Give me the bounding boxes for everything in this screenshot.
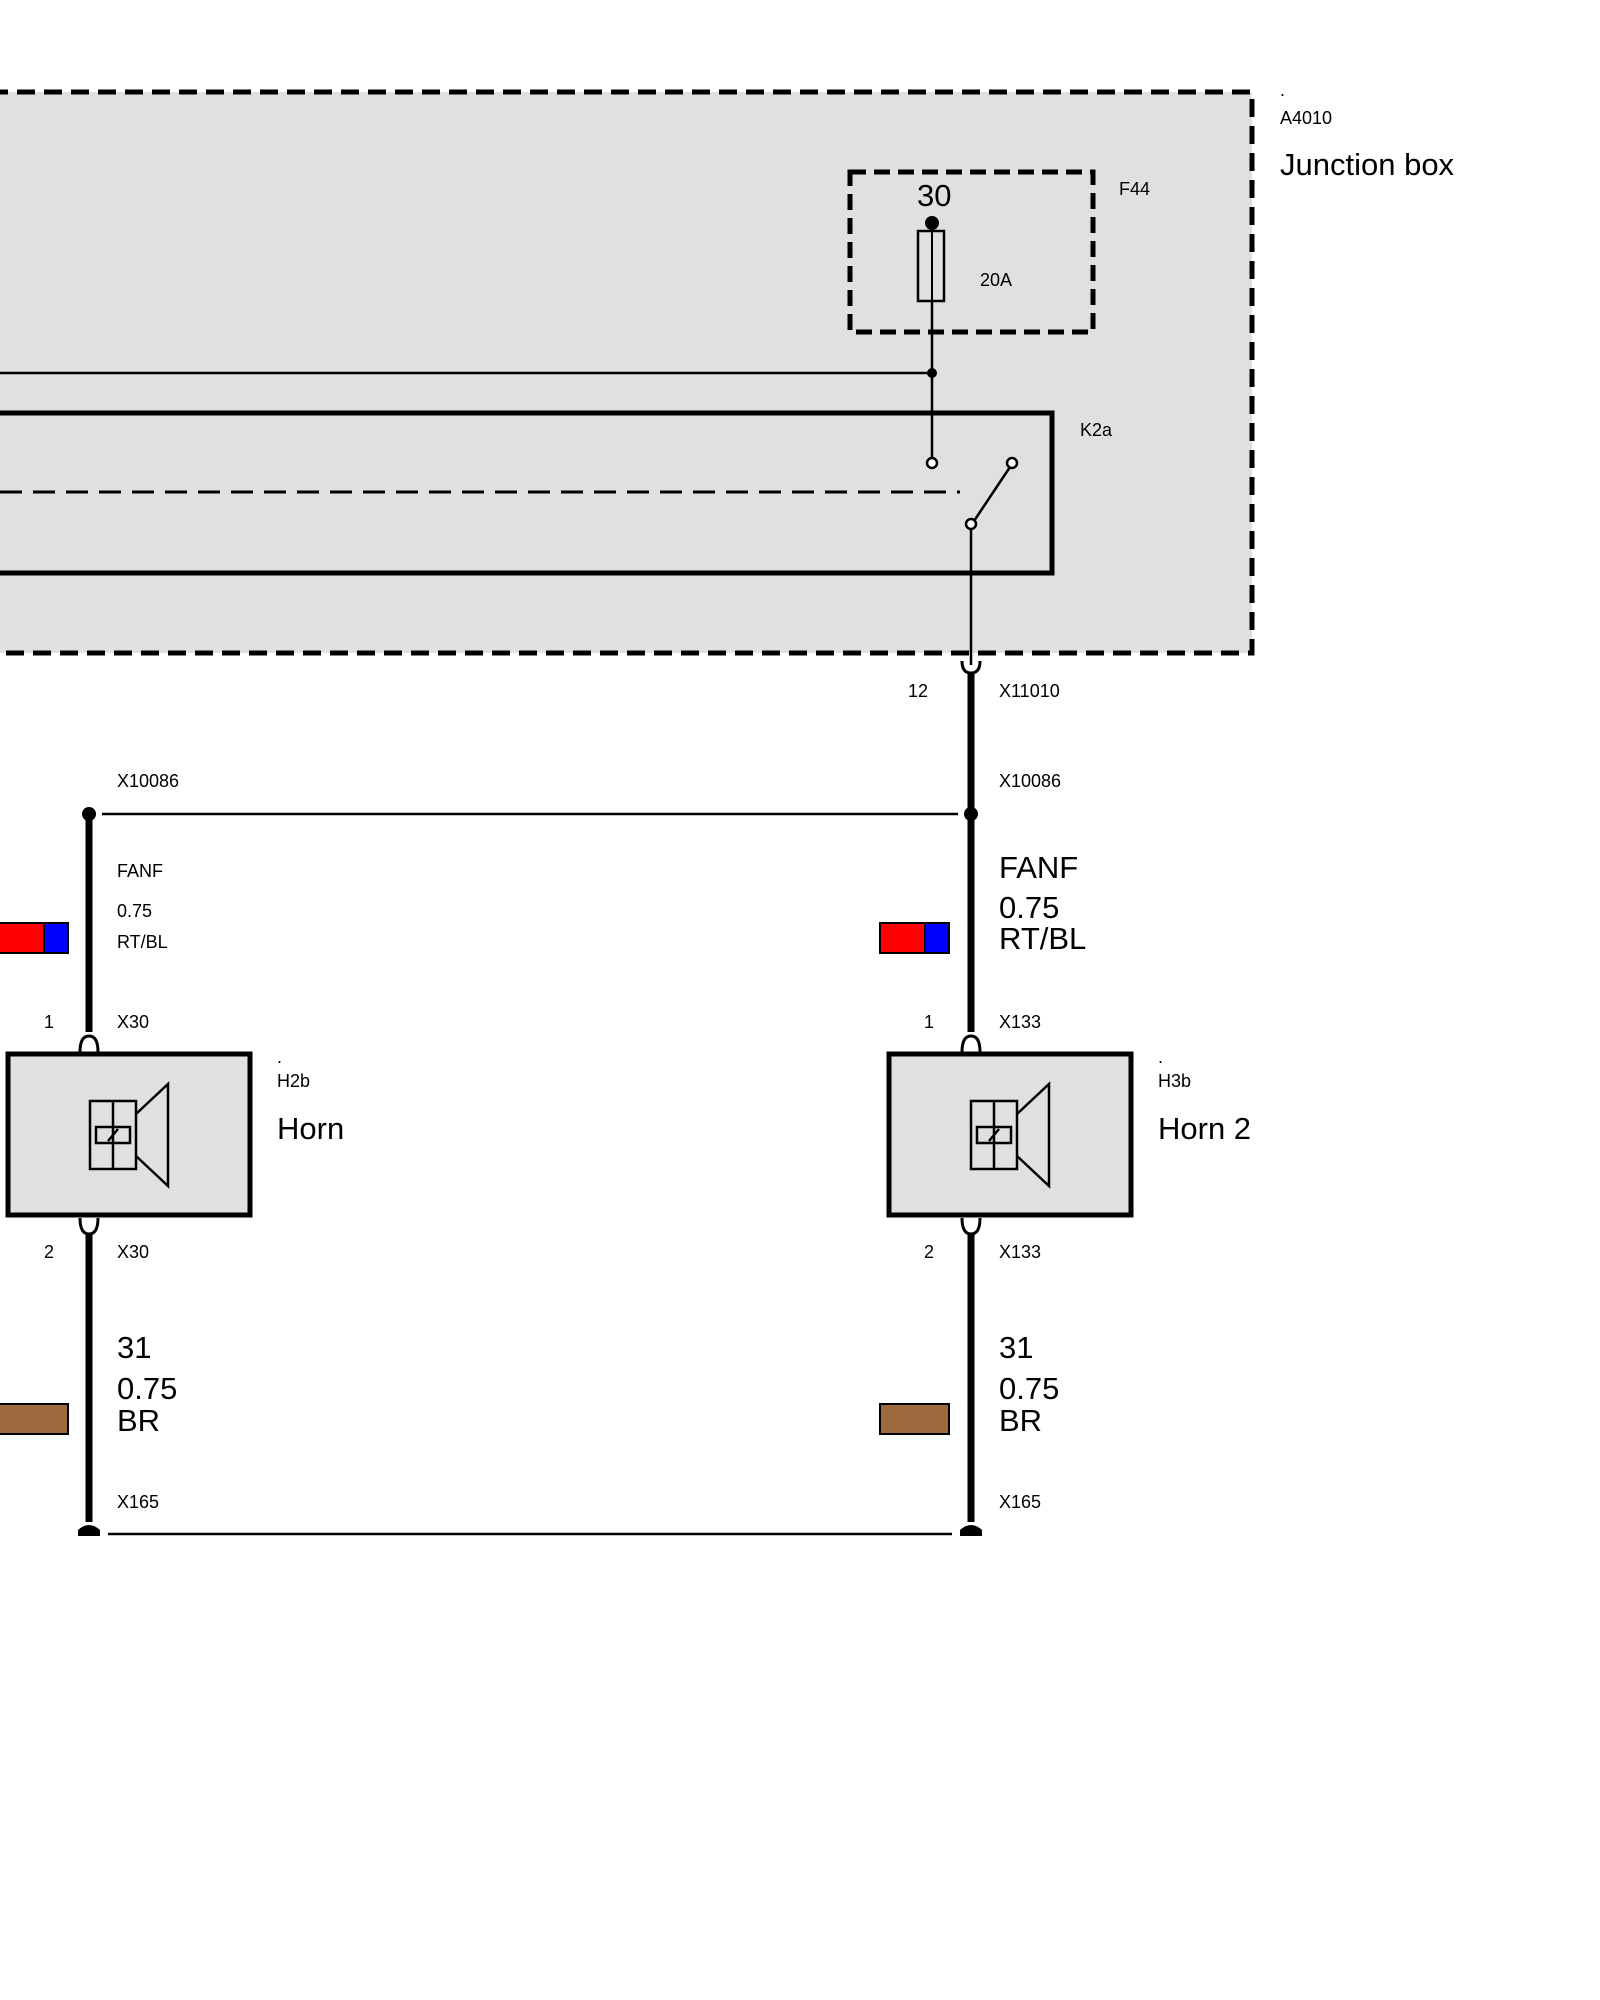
junction-box-name: Junction box bbox=[1280, 147, 1455, 182]
right-connector-top-symbol bbox=[960, 1034, 982, 1053]
left-wire-bottom-color-code: BR bbox=[117, 1403, 160, 1438]
relay-frame bbox=[0, 410, 1055, 576]
horn-left-dot: . bbox=[277, 1047, 282, 1067]
right-wire-bottom-gauge: 0.75 bbox=[999, 1371, 1059, 1406]
left-pin-bottom: 2 bbox=[44, 1242, 54, 1262]
right-wire-bottom-color-code: BR bbox=[999, 1403, 1042, 1438]
splice-right-id: X10086 bbox=[999, 771, 1061, 791]
splice-left-id: X10086 bbox=[117, 771, 179, 791]
right-pin-top: 1 bbox=[924, 1012, 934, 1032]
output-pin: 12 bbox=[908, 681, 928, 701]
right-ground-symbol bbox=[960, 1525, 982, 1536]
relay-contact-open bbox=[1005, 456, 1019, 470]
horn-right-name: Horn 2 bbox=[1158, 1111, 1251, 1146]
left-connector-bottom-symbol bbox=[78, 1217, 100, 1236]
relay-contact-input bbox=[925, 456, 939, 470]
fuse-terminal-label: 30 bbox=[917, 178, 951, 213]
left-wire-top-gauge: 0.75 bbox=[117, 901, 152, 921]
right-pin-bottom: 2 bbox=[924, 1242, 934, 1262]
left-wire-bottom-gauge: 0.75 bbox=[117, 1371, 177, 1406]
left-wire-bottom-signal: 31 bbox=[117, 1330, 151, 1365]
left-wire-top-color-swatch-blue bbox=[43, 922, 69, 954]
left-wire-top-signal: FANF bbox=[117, 861, 163, 881]
right-wire-top-color-swatch-blue bbox=[924, 922, 950, 954]
right-connector-top: X133 bbox=[999, 1012, 1041, 1032]
relay-contact-common bbox=[964, 517, 978, 531]
left-wire-top-color-swatch-red bbox=[0, 922, 45, 954]
left-wire-top-color-code: RT/BL bbox=[117, 932, 168, 952]
junction-box-dot: . bbox=[1280, 80, 1285, 100]
junction-box-id: A4010 bbox=[1280, 108, 1332, 128]
left-connector-bottom: X30 bbox=[117, 1242, 149, 1262]
left-ground-id: X165 bbox=[117, 1492, 159, 1512]
fuse-id: F44 bbox=[1119, 179, 1150, 199]
right-connector-bottom-symbol bbox=[960, 1217, 982, 1236]
left-connector-top: X30 bbox=[117, 1012, 149, 1032]
left-ground-symbol bbox=[78, 1525, 100, 1536]
fuse-rating: 20A bbox=[980, 270, 1012, 290]
horn-right-id: H3b bbox=[1158, 1071, 1191, 1091]
right-wire-top-color-swatch-red bbox=[879, 922, 926, 954]
right-wire-top-gauge: 0.75 bbox=[999, 890, 1059, 925]
fuse-frame bbox=[847, 169, 1096, 335]
relay-switch-blade bbox=[970, 466, 1012, 525]
horn-right-dot: . bbox=[1158, 1047, 1163, 1067]
horn-right-icon bbox=[969, 1081, 1051, 1189]
right-wire-top-color-code: RT/BL bbox=[999, 921, 1086, 956]
left-pin-top: 1 bbox=[44, 1012, 54, 1032]
output-connector-id: X11010 bbox=[999, 681, 1060, 701]
right-connector-bottom: X133 bbox=[999, 1242, 1041, 1262]
left-connector-top-symbol bbox=[78, 1034, 100, 1053]
horn-left-id: H2b bbox=[277, 1071, 310, 1091]
horn-left-name: Horn bbox=[277, 1111, 344, 1146]
right-wire-top-signal: FANF bbox=[999, 850, 1078, 885]
right-wire-bottom-color-swatch bbox=[879, 1403, 950, 1435]
right-ground-id: X165 bbox=[999, 1492, 1041, 1512]
right-wire-bottom-signal: 31 bbox=[999, 1330, 1033, 1365]
feed-junction-dot bbox=[927, 368, 937, 378]
left-wire-bottom-color-swatch bbox=[0, 1403, 69, 1435]
relay-id: K2a bbox=[1080, 420, 1113, 440]
horn-left-icon bbox=[88, 1081, 170, 1189]
